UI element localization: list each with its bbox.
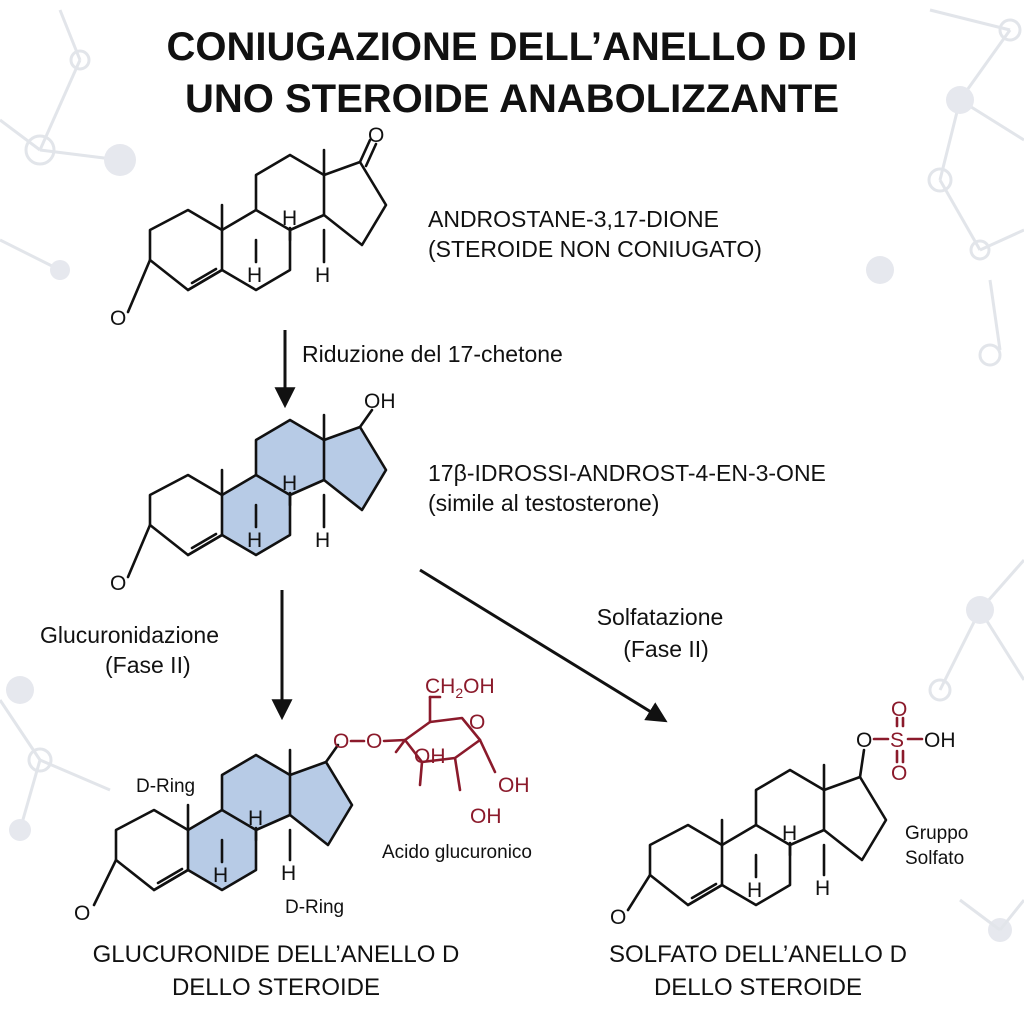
c3-oxygen-label: O	[610, 906, 626, 929]
hydroxy-name-line-1: 17β-IDROSSI-ANDROST-4-EN-3-ONE	[428, 460, 826, 486]
glucuronidation-label-line-1: Glucuronidazione	[40, 622, 219, 648]
sulfate-group: O S O O OH	[856, 698, 956, 785]
title-line-2: UNO STEROIDE ANABOLIZZANTE	[185, 77, 839, 121]
sulfate-top-oxygen-label: O	[891, 698, 907, 721]
glucuronide-caption-line-1: GLUCURONIDE DELL’ANELLO D	[93, 941, 460, 968]
hydrogen-label-c9: H	[213, 864, 228, 887]
hydrogen-label-c8: H	[782, 822, 797, 845]
sulfation-label-line-2: (Fase II)	[623, 636, 709, 662]
c17-ketone-oxygen-label: O	[368, 124, 384, 147]
c17-hydroxyl-label: OH	[364, 390, 396, 413]
hydrogen-label-c9: H	[247, 529, 262, 552]
sulfate-bottom-oxygen-label: O	[891, 762, 907, 785]
hydrogen-label-c14: H	[281, 862, 296, 885]
reduction-label: Riduzione del 17-chetone	[302, 341, 563, 367]
c3-oxygen-label: O	[74, 902, 90, 925]
hydrogen-label-c9: H	[747, 879, 762, 902]
d-ring-label-top: D-Ring	[136, 776, 195, 797]
glucuronide-structure: O H H H	[74, 743, 354, 925]
sugar-ring-oxygen-label: O	[469, 711, 485, 734]
background-network	[0, 8, 1024, 942]
sulfation-label-line-1: Solfatazione	[597, 604, 724, 630]
sulfate-caption-line-1: SOLFATO DELL’ANELLO D	[609, 941, 907, 968]
c3-oxygen-label: O	[110, 572, 126, 595]
sulfate-hydroxyl-label: OH	[924, 729, 956, 752]
sulfate-structure: O H H H	[610, 748, 888, 929]
linker-oxygen-2: O	[366, 730, 382, 753]
sugar-ch2oh-label: CH2OH	[425, 675, 495, 701]
sugar-hydroxyl-1-label: OH	[414, 745, 446, 768]
hydrogen-label-c8: H	[248, 807, 263, 830]
glucuronic-acid-structure: O O CH2OH O OH OH OH	[333, 675, 530, 828]
hydrogen-label-c14: H	[815, 877, 830, 900]
glucuronic-acid-label: Acido glucuronico	[382, 842, 532, 863]
sulfate-link-oxygen-label: O	[856, 729, 872, 752]
androstanedione-name-line-1: ANDROSTANE-3,17-DIONE	[428, 206, 719, 232]
d-ring-label-bottom: D-Ring	[285, 897, 344, 918]
glucuronide-caption-line-2: DELLO STEROIDE	[172, 974, 380, 1001]
sulfur-label: S	[890, 729, 904, 752]
hydrogen-label-c14: H	[315, 529, 330, 552]
sugar-hydroxyl-3-label: OH	[470, 805, 502, 828]
sulfate-group-label-line-2: Solfato	[905, 848, 964, 869]
androstanedione-structure: O O H H H	[110, 124, 388, 330]
hydroxy-name-line-2: (simile al testosterone)	[428, 490, 659, 516]
linker-oxygen-1: O	[333, 730, 349, 753]
hydroxy-steroid-structure: O OH H H H	[110, 390, 396, 595]
title-line-1: CONIUGAZIONE DELL’ANELLO D DI	[166, 25, 857, 69]
sulfate-caption-line-2: DELLO STEROIDE	[654, 974, 862, 1001]
sugar-hydroxyl-2-label: OH	[498, 774, 530, 797]
c3-oxygen-label: O	[110, 307, 126, 330]
glucuronidation-label-line-2: (Fase II)	[105, 652, 191, 678]
hydrogen-label-c8: H	[282, 207, 297, 230]
hydrogen-label-c8: H	[282, 472, 297, 495]
hydrogen-label-c14: H	[315, 264, 330, 287]
androstanedione-name-line-2: (STEROIDE NON CONIUGATO)	[428, 236, 762, 262]
hydrogen-label-c9: H	[247, 264, 262, 287]
sulfate-group-label-line-1: Gruppo	[905, 823, 968, 844]
sulfation-arrow	[419, 568, 668, 723]
